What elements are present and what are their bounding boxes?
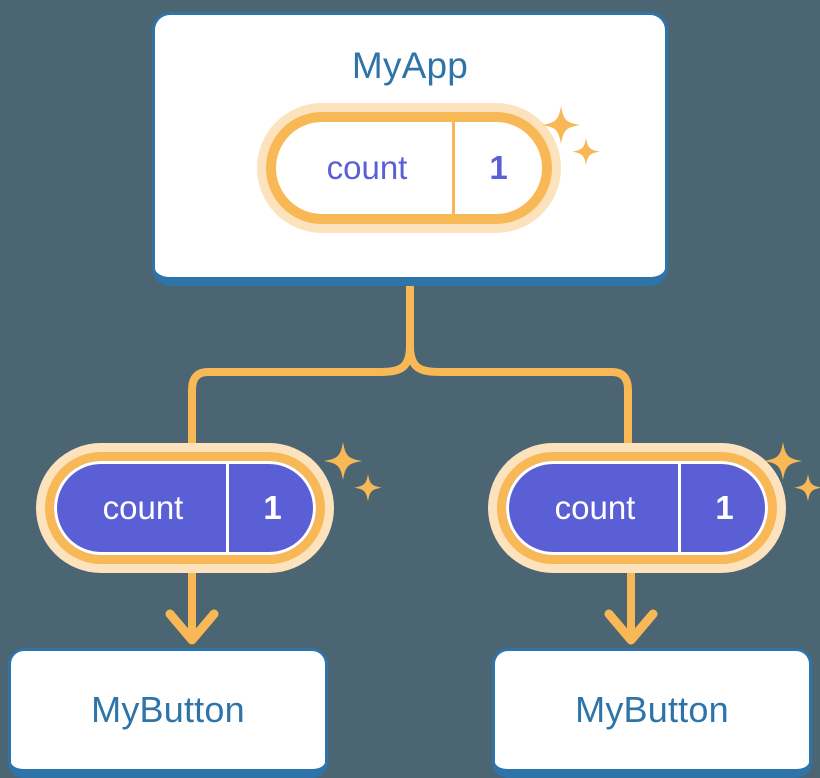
right-child-state-pill-name: count: [554, 489, 636, 526]
right-child-state-pill-value: 1: [678, 461, 768, 555]
sparkle-icon-small: [354, 474, 382, 502]
mybutton-card-right[interactable]: MyButton: [492, 648, 812, 778]
left-sparkle-group: [318, 440, 384, 519]
connector-branch-right: [406, 342, 632, 466]
arrow-head-right-icon: [604, 609, 658, 645]
sparkle-icon-small: [794, 474, 820, 502]
root-state-pill-name: count: [326, 149, 408, 186]
mybutton-title-right: MyButton: [575, 689, 729, 730]
left-child-state-pill[interactable]: count 1: [45, 452, 325, 564]
right-child-state-pill-wrapper: count 1: [497, 452, 777, 564]
left-child-state-pill-value: 1: [226, 461, 316, 555]
mybutton-card-left[interactable]: MyButton: [8, 648, 328, 778]
root-state-pill-wrapper: count 1: [266, 112, 552, 224]
root-state-pill-value: 1: [452, 122, 542, 214]
sparkle-icon-large: [324, 442, 362, 480]
connector-branch-left: [188, 342, 414, 466]
left-child-state-pill-name: count: [102, 489, 184, 526]
myapp-title: MyApp: [351, 45, 469, 86]
left-child-state-pill-wrapper: count 1: [45, 452, 325, 564]
right-child-state-pill[interactable]: count 1: [497, 452, 777, 564]
root-state-pill[interactable]: count 1: [266, 112, 552, 224]
mybutton-title-left: MyButton: [91, 689, 245, 730]
arrow-head-left-icon: [165, 609, 219, 645]
